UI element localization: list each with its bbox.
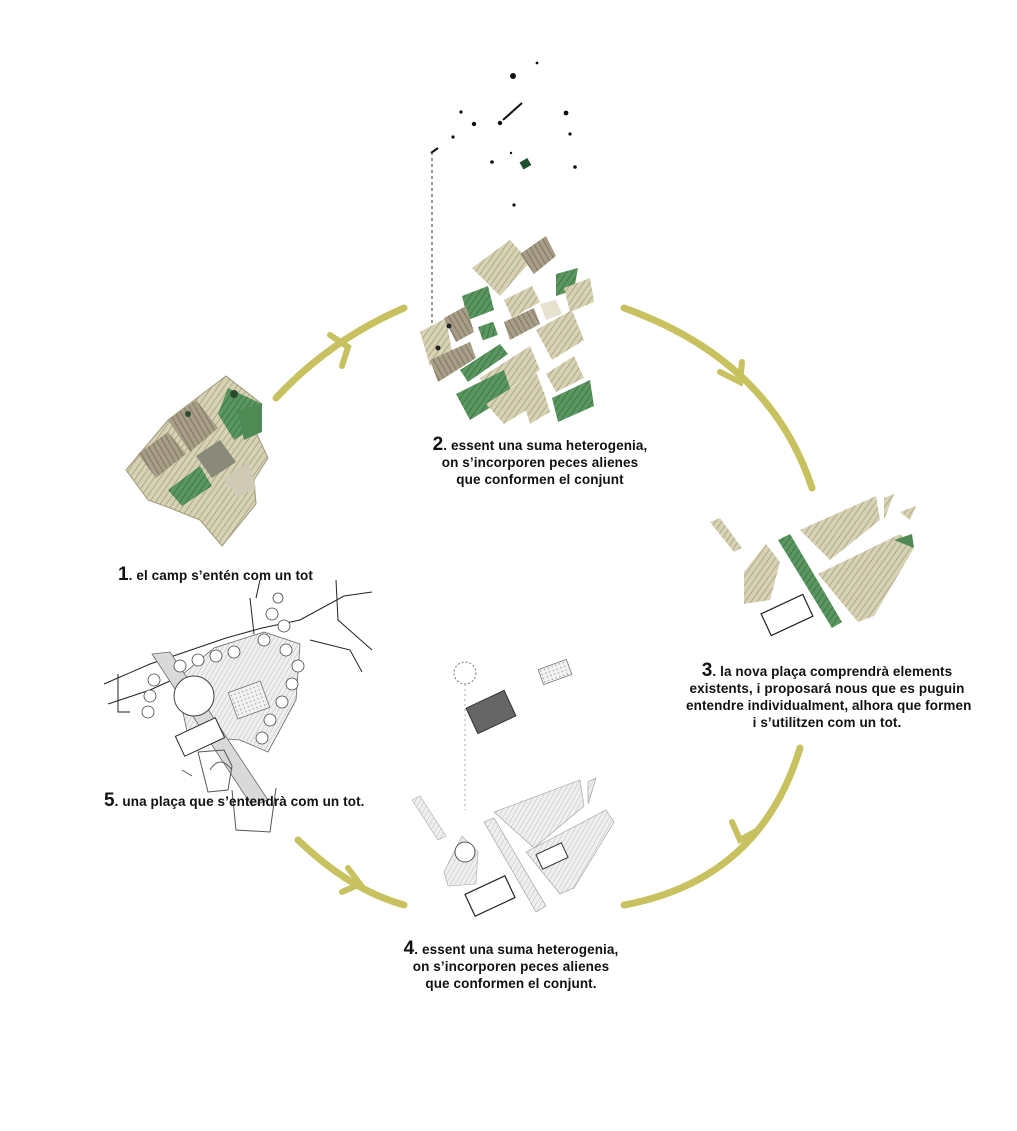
- step-text: . la nova plaça comprendrà elements: [712, 664, 953, 679]
- step-5-label: 5. una plaça que s’entendrà com un tot.: [104, 790, 365, 811]
- arrow-4-to-5: [294, 836, 408, 909]
- plaza-plan-illustration: [103, 579, 373, 833]
- step-text: . el camp s’entén com un tot: [128, 568, 314, 583]
- plaza-pieces-illustration: [411, 658, 615, 917]
- field-whole-illustration: [125, 375, 269, 547]
- step-2-label: 2. essent una suma heterogenia, on s’inc…: [400, 434, 680, 488]
- step-text: on s’incorporen peces alienes: [441, 455, 639, 470]
- arrow-3-to-4: [620, 744, 804, 909]
- step-text: . essent una suma heterogenia,: [443, 438, 648, 453]
- cycle-arrows: [272, 304, 816, 909]
- arrow-1-to-2: [272, 304, 408, 402]
- step-text: existents, i proposará nous que es pugui…: [689, 681, 965, 696]
- arrowhead-2-to-3: [717, 359, 745, 387]
- arrow-2-to-3: [620, 304, 816, 492]
- step-4-label: 4. essent una suma heterogenia, on s’inc…: [396, 938, 626, 992]
- arrowhead-3-to-4: [729, 819, 761, 845]
- step-number: 1: [118, 564, 129, 585]
- step-1-label: 1. el camp s’entén com un tot: [118, 564, 314, 585]
- arrowhead-1-to-2: [327, 332, 352, 369]
- step-text: on s’incorporen peces alienes: [412, 959, 610, 974]
- field-pieces-illustration: [420, 61, 594, 424]
- step-number: 3: [701, 660, 713, 681]
- step-number: 2: [432, 434, 444, 455]
- arrowhead-4-to-5: [339, 865, 365, 895]
- step-text: que conformen el conjunt: [456, 472, 624, 487]
- step-3-label: 3. la nova plaça comprendrà elements exi…: [686, 660, 972, 731]
- step-text: i s’utilitzen com un tot.: [752, 715, 902, 730]
- plaza-aerial-illustration: [710, 494, 916, 637]
- step-text: . una plaça que s’entendrà com un tot.: [114, 794, 365, 809]
- step-text: . essent una suma heterogenia,: [414, 942, 619, 957]
- step-number: 4: [403, 938, 415, 959]
- step-text: que conformen el conjunt.: [425, 976, 597, 991]
- plaza-tree-row: [141, 592, 305, 745]
- step-text: entendre individualment, alhora que form…: [686, 698, 972, 713]
- step-number: 5: [104, 790, 115, 811]
